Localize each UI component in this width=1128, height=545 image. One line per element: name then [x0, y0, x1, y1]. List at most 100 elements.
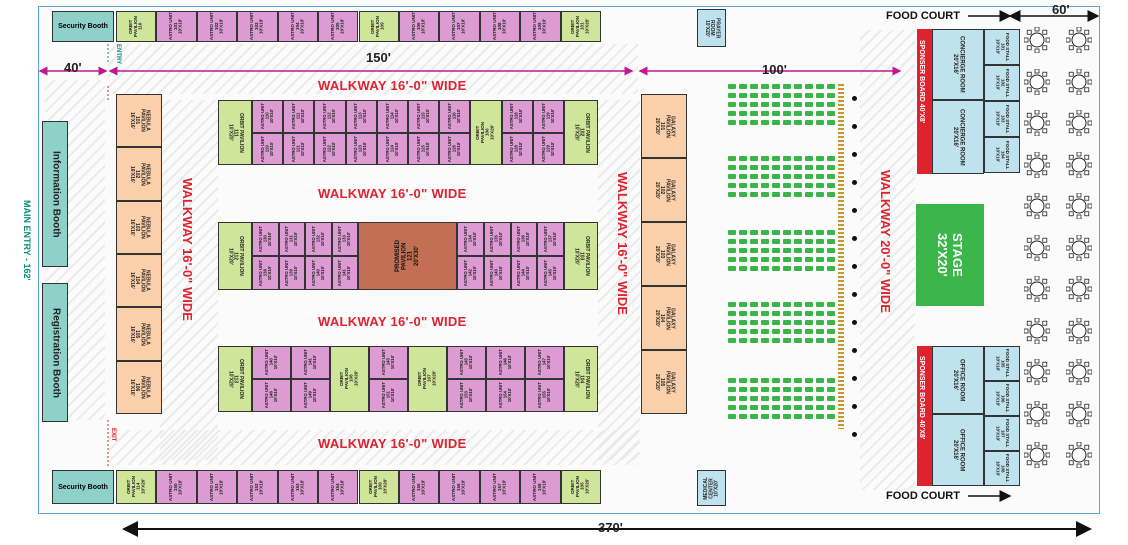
seat — [794, 120, 802, 125]
seat — [761, 239, 769, 244]
seat — [761, 192, 769, 197]
block3-right-orbit: ORBIT PAVILION 104 10'X20' — [564, 346, 598, 412]
block3-astro-bot-8: ASTRO UNIT 155 10'X10' — [525, 379, 564, 412]
seat — [750, 311, 758, 316]
nebula-pavilion-3-label: NEBULA PAVILION 103 16'X16' — [128, 215, 151, 239]
food-stall-bottom-3: FOOD STALL 107 10'X10' — [984, 416, 1020, 451]
block3-astro-bot-2: ASTRO UNIT 149 10'X10' — [291, 379, 330, 412]
seat — [827, 302, 835, 307]
food-stall-bottom-3-label: FOOD STALL 107 10'X10' — [995, 419, 1011, 448]
seat — [739, 192, 747, 197]
seat — [805, 266, 813, 271]
seat — [750, 329, 758, 334]
seat — [805, 405, 813, 410]
block3-astro-bot-6: ASTRO UNIT 153 10'X10' — [447, 379, 486, 412]
seat — [816, 84, 824, 89]
seat — [827, 320, 835, 325]
seat — [728, 414, 736, 419]
block1-astro-bot-10: ASTRO UNIT 129 10'X10' — [532, 132, 564, 165]
seat — [827, 230, 835, 235]
office-room-2: OFFICE ROOM 20'X16' — [932, 414, 984, 486]
block3-right-orbit-label: ORBIT PAVILION 104 10'X20' — [573, 359, 590, 399]
security-booth-bottom: Security Booth — [52, 470, 114, 504]
block1-astro-bot-5: ASTRO UNIT 124 10'X10' — [376, 132, 408, 165]
block3-astro-top-1: ASTRO UNIT 140 10'X10' — [252, 346, 291, 379]
seat — [772, 387, 780, 392]
seat — [783, 302, 791, 307]
top-booth-6: ASTRO UNIT 105 10'X10' — [318, 11, 359, 42]
seat — [750, 396, 758, 401]
seat — [827, 257, 835, 262]
walkway-label-right: WALKWAY 20'-0" WIDE — [878, 170, 893, 313]
seat — [805, 183, 813, 188]
stanchion-post — [852, 292, 857, 297]
dining-table-icon — [1023, 109, 1051, 137]
dining-table-icon — [1023, 68, 1051, 95]
dim-40: 40' — [64, 60, 82, 75]
food-stall-bottom-4: FOOD STALL 108 10'X10' — [984, 451, 1020, 486]
top-booth-3: ASTRO UNIT 102 10'X10' — [196, 11, 238, 42]
nebula-pavilion-4: NEBULA PAVILION 104 16'X16' — [116, 254, 162, 308]
block3-mid2-orbit: ORBIT PAVILION 107 10'X20' — [408, 346, 447, 412]
block1-astro-top-4: ASTRO UNIT 113 10'X10' — [345, 100, 377, 133]
galaxy-pavilion-5: GALAXY PAVILION 105 20'X20' — [641, 350, 687, 414]
seat — [816, 387, 824, 392]
seat — [739, 396, 747, 401]
block2-astro-bot-6: ASTRO UNIT 143 10'X10' — [483, 256, 511, 290]
seat — [794, 320, 802, 325]
seat — [783, 120, 791, 125]
dining-table-icon — [1065, 192, 1093, 220]
seat — [772, 248, 780, 253]
seat — [827, 396, 835, 401]
seat — [805, 84, 813, 89]
stanchion-post — [852, 264, 857, 269]
stanchion-post — [852, 376, 857, 381]
top-booth-9: ASTRO UNIT 107 10'X10' — [439, 11, 480, 42]
seat — [816, 378, 824, 383]
top-booth-8: ASTRO UNIT 106 10'X10' — [398, 11, 440, 42]
concierge-room-1-label: CONCIERGE ROOM 20'X16' — [952, 36, 965, 93]
seat — [739, 387, 747, 392]
dining-table-icon — [1023, 358, 1051, 386]
food-stall-bottom-2-label: FOOD STALL 106 10'X10' — [995, 384, 1011, 413]
block2-astro-top-4: ASTRO UNIT 133 10'X10' — [331, 222, 358, 256]
seat — [739, 84, 747, 89]
seat — [739, 320, 747, 325]
seat — [827, 405, 835, 410]
food-stall-bottom-1: FOOD STALL 105 10'X10' — [984, 346, 1020, 381]
seat — [750, 387, 758, 392]
seat — [827, 266, 835, 271]
security-booth-top: Security Booth — [52, 11, 114, 42]
seat — [805, 302, 813, 307]
seat — [761, 405, 769, 410]
nebula-pavilion-2-label: NEBULA PAVILION 102 16'X16' — [128, 162, 151, 186]
seat — [783, 396, 791, 401]
seat — [761, 183, 769, 188]
galaxy-pavilion-5-label: GALAXY PAVILION 105 20'X20' — [653, 370, 676, 394]
seat — [772, 165, 780, 170]
seat — [739, 174, 747, 179]
walkway-label-mid: WALKWAY 16'-0" WIDE — [615, 172, 630, 315]
seat — [805, 320, 813, 325]
seat — [761, 414, 769, 419]
seat — [783, 378, 791, 383]
block2-astro-bot-3: ASTRO UNIT 140 10'X10' — [305, 256, 332, 290]
seat — [827, 192, 835, 197]
dim-100: 100' — [762, 62, 787, 77]
seat — [783, 111, 791, 116]
seat — [761, 102, 769, 107]
dining-table-icon — [1065, 441, 1093, 469]
seat — [794, 165, 802, 170]
bottom-booth-6: ASTRO UNIT 154 10'X10' — [318, 470, 359, 504]
seat — [739, 338, 747, 343]
seat — [794, 414, 802, 419]
seat — [783, 84, 791, 89]
seat — [739, 156, 747, 161]
seat — [750, 302, 758, 307]
seat — [805, 378, 813, 383]
information-booth-label: Information Booth — [50, 150, 62, 238]
seat — [761, 320, 769, 325]
seat — [728, 192, 736, 197]
dining-table-icon — [1065, 109, 1093, 137]
seat — [827, 311, 835, 316]
